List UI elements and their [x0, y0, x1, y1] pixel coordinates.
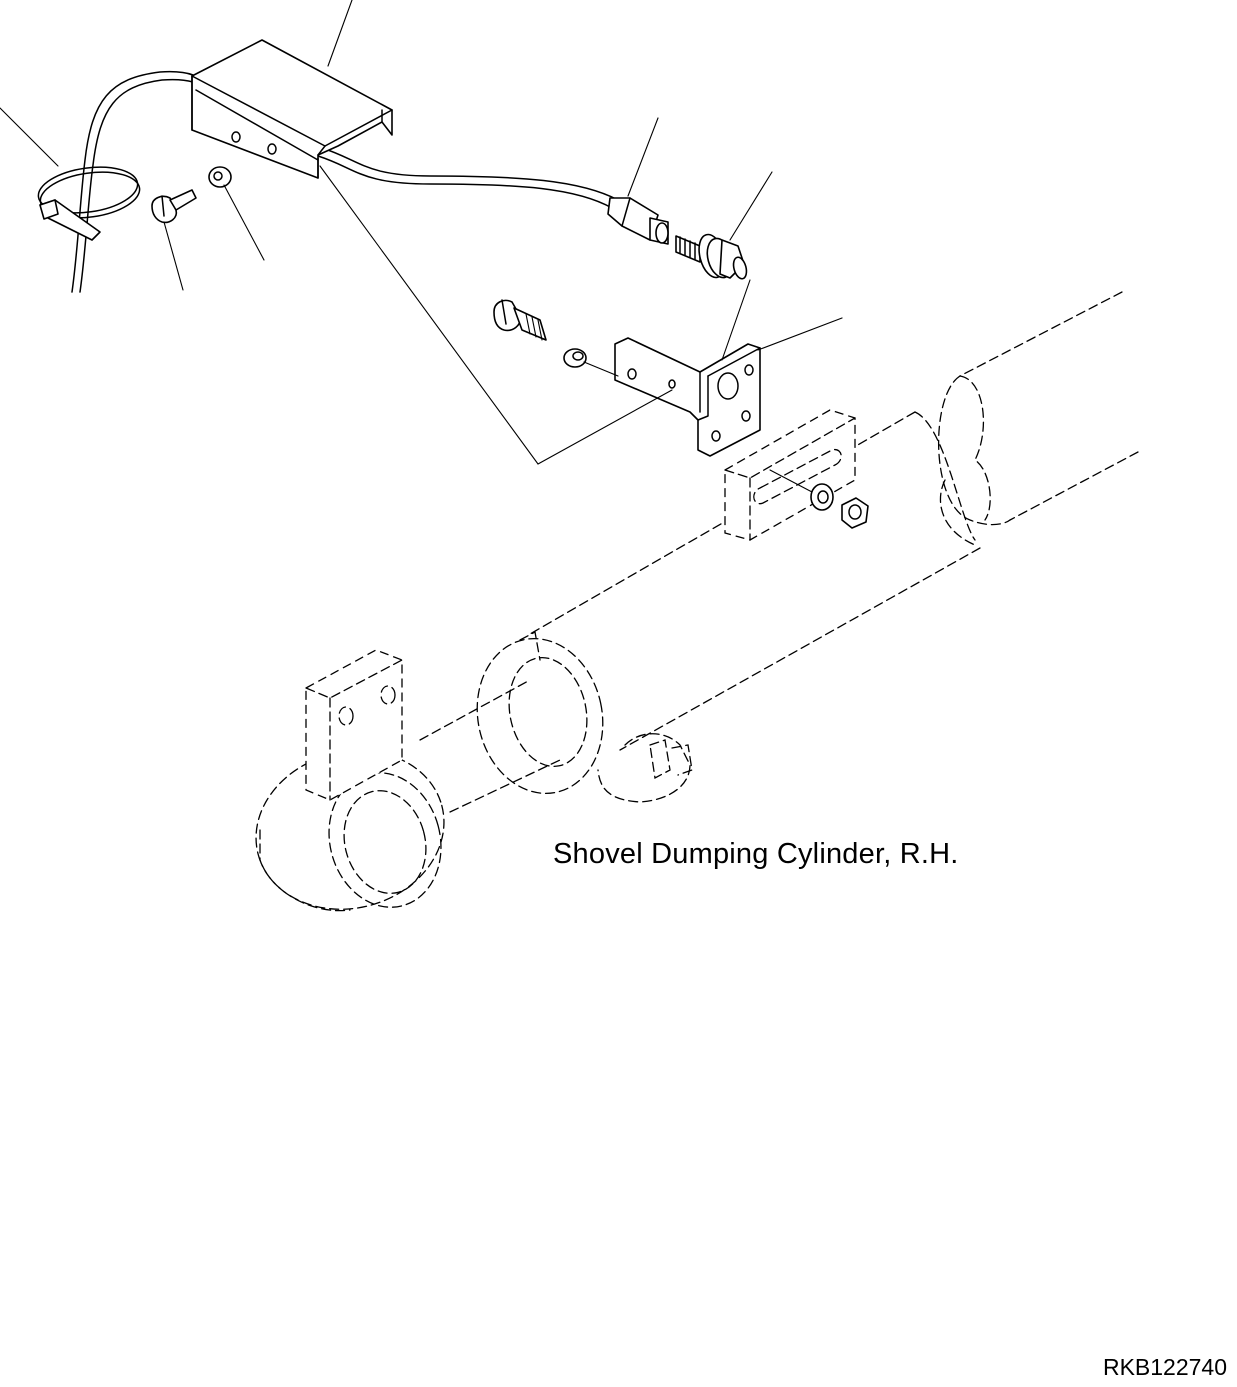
cable-tie	[37, 166, 141, 241]
drawing-code: RKB122740	[1102, 1354, 1227, 1380]
nut-washer	[810, 483, 869, 529]
diagram-caption: Shovel Dumping Cylinder, R.H.	[553, 838, 959, 870]
mount-bolt	[493, 299, 547, 341]
connector	[607, 197, 669, 245]
sensor-cover	[191, 39, 393, 179]
washer	[208, 166, 232, 188]
leader-lines	[0, 0, 843, 493]
bolt	[151, 189, 197, 224]
mount-washer	[563, 348, 587, 368]
proximity-switch	[675, 233, 748, 280]
shovel-dumping-cylinder	[255, 291, 1139, 912]
sensor-bracket	[614, 337, 761, 457]
